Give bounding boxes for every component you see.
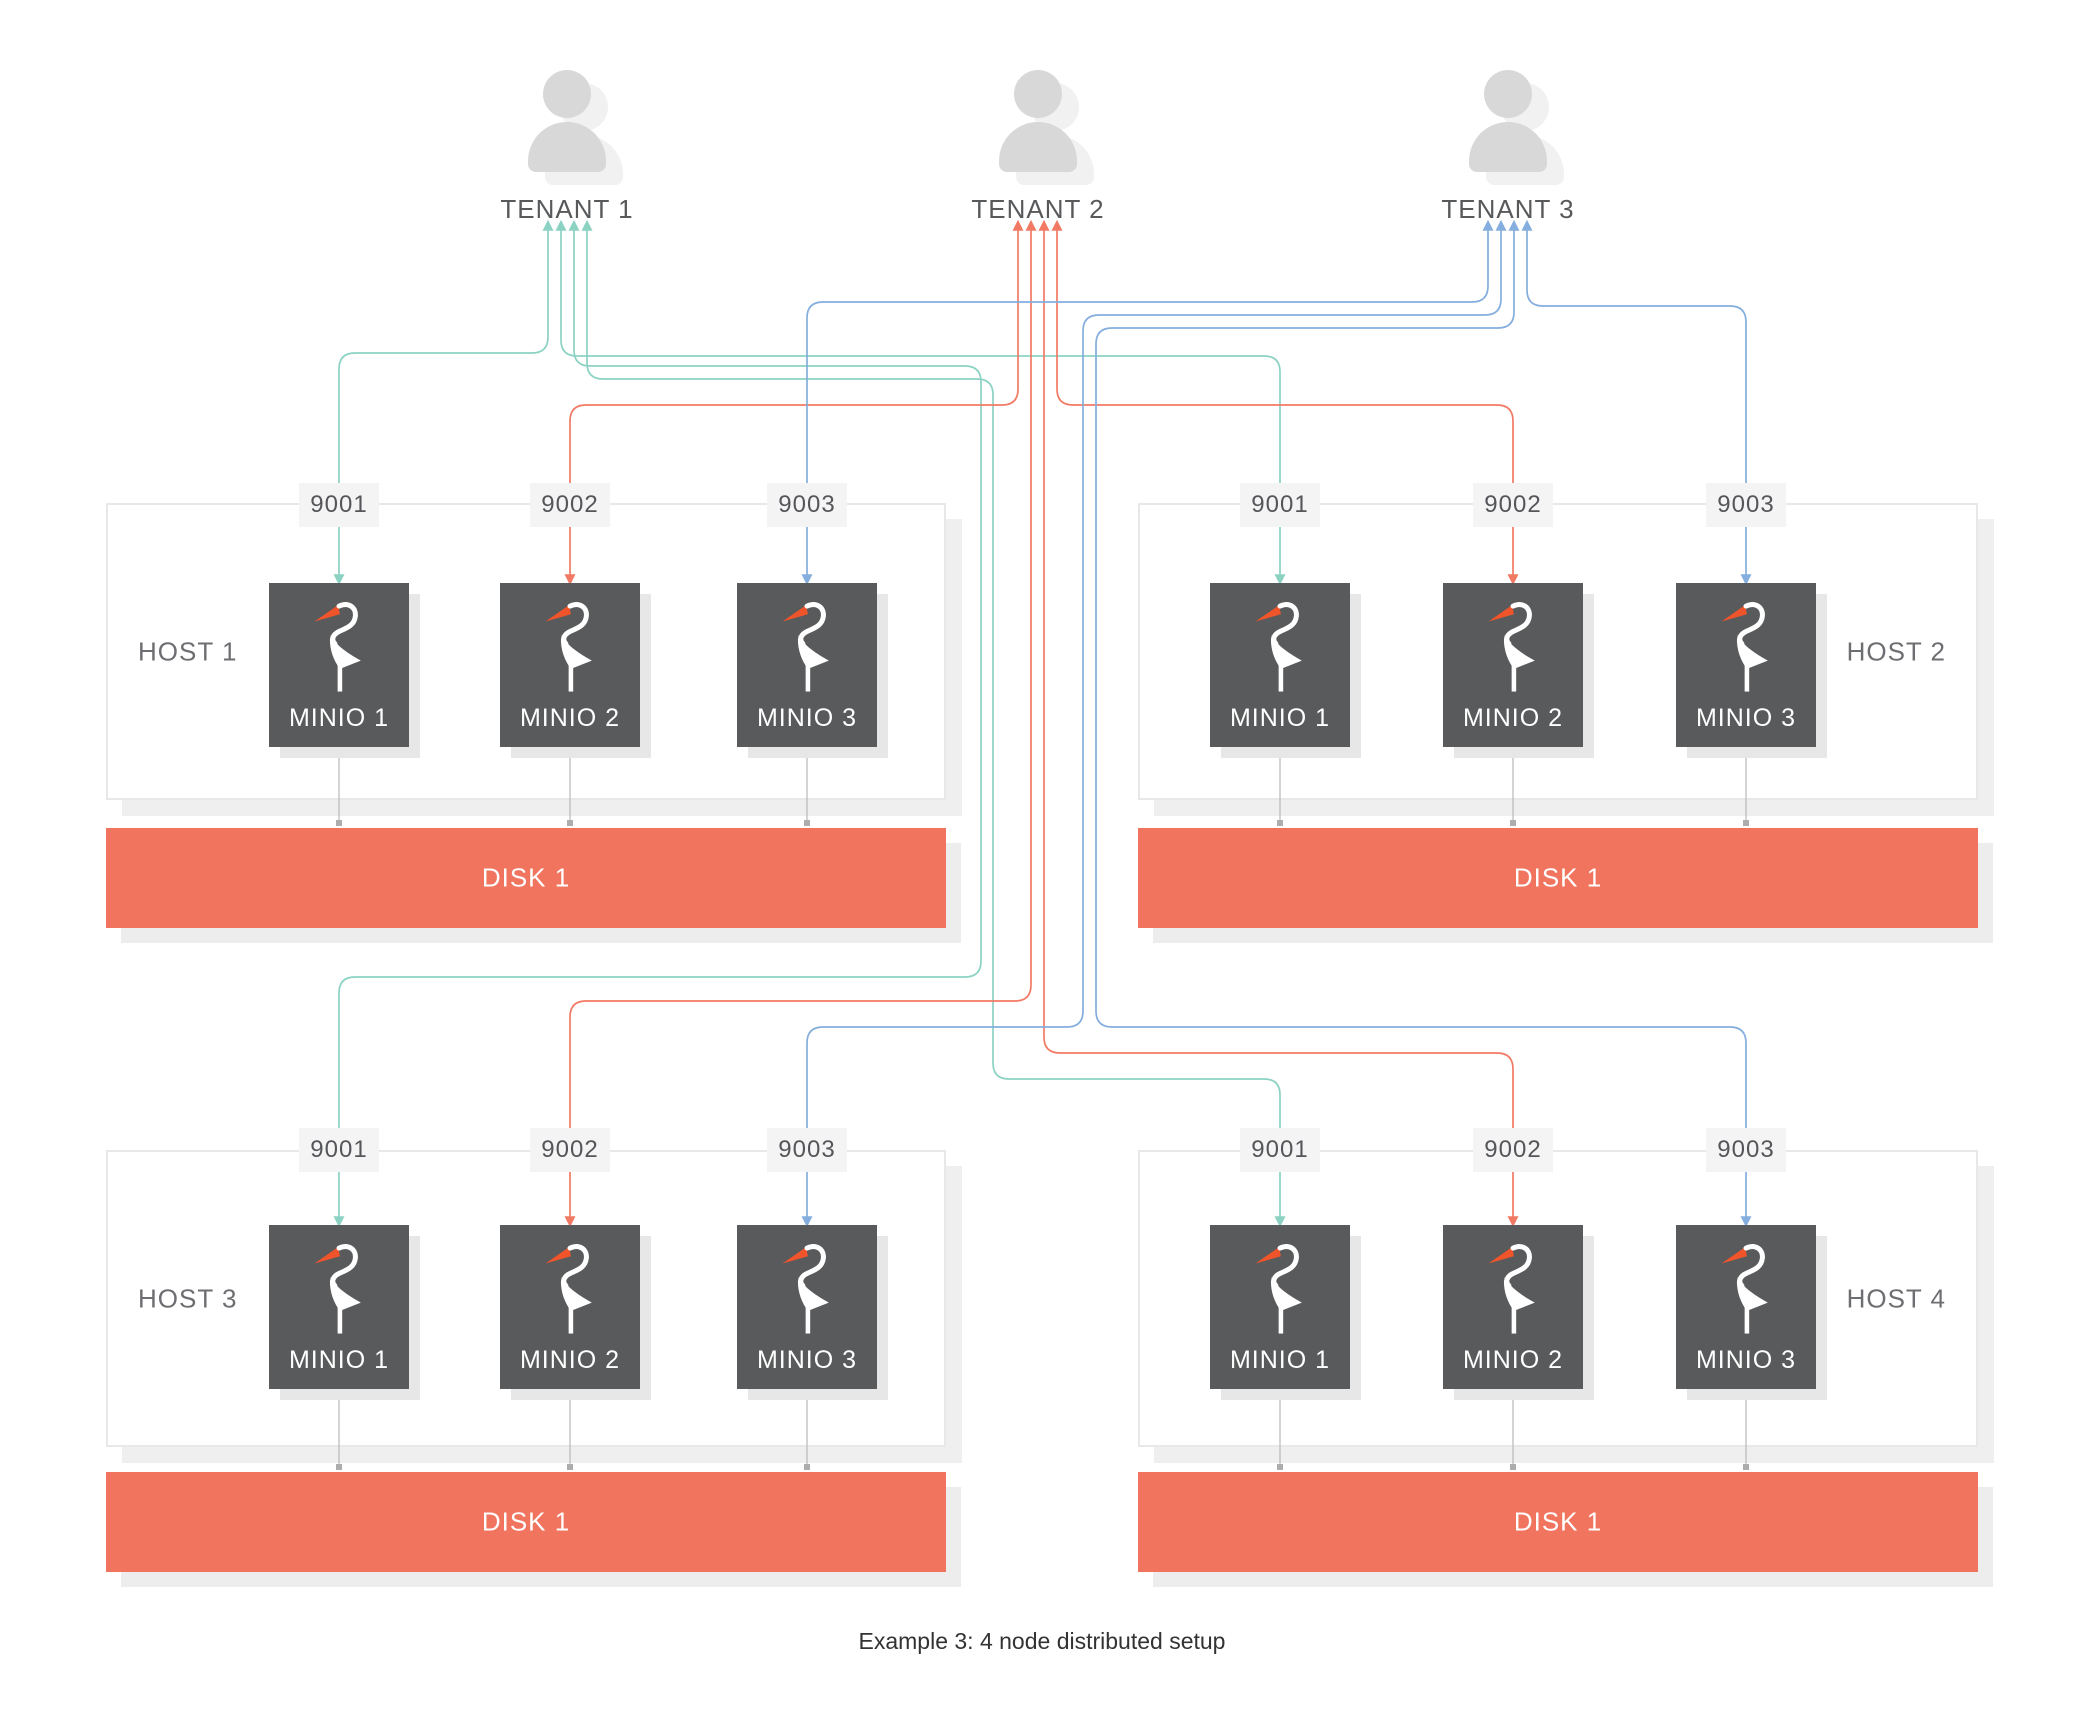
minio-label: MINIO 2	[519, 704, 621, 732]
tenant-2: TENANT 2	[953, 62, 1123, 237]
minio-stork-icon	[539, 1239, 601, 1339]
minio-label: MINIO 3	[1695, 1346, 1797, 1374]
minio-label: MINIO 1	[288, 704, 390, 732]
minio-stork-icon	[776, 1239, 838, 1339]
port-badge: 9001	[1240, 1128, 1320, 1172]
disk-bar-host4: DISK 1	[1138, 1472, 1978, 1572]
port-badge: 9003	[767, 483, 847, 527]
minio-node: MINIO 2	[1443, 583, 1583, 747]
minio-label: MINIO 3	[756, 1346, 858, 1374]
minio-stork-icon	[308, 1239, 370, 1339]
host-label: HOST 1	[138, 636, 238, 666]
minio-label: MINIO 1	[288, 1346, 390, 1374]
minio-label: MINIO 3	[756, 704, 858, 732]
disk-bar-host2: DISK 1	[1138, 828, 1978, 928]
port-badge: 9003	[1706, 483, 1786, 527]
person-icon	[528, 122, 606, 172]
port-badge: 9001	[1240, 483, 1320, 527]
minio-node: MINIO 3	[737, 583, 877, 747]
minio-label: MINIO 1	[1229, 704, 1331, 732]
disk-bar-host1: DISK 1	[106, 828, 946, 928]
disk-label: DISK 1	[481, 862, 571, 893]
port-badge: 9002	[530, 483, 610, 527]
minio-node: MINIO 3	[737, 1225, 877, 1389]
minio-label: MINIO 3	[1695, 704, 1797, 732]
minio-stork-icon	[1249, 1239, 1311, 1339]
minio-node: MINIO 1	[269, 583, 409, 747]
tenant-label: TENANT 1	[500, 194, 634, 224]
minio-node: MINIO 3	[1676, 583, 1816, 747]
minio-node: MINIO 2	[500, 1225, 640, 1389]
port-badge: 9003	[767, 1128, 847, 1172]
minio-stork-icon	[776, 597, 838, 697]
minio-label: MINIO 1	[1229, 1346, 1331, 1374]
tenant-label: TENANT 3	[1441, 194, 1575, 224]
minio-stork-icon	[308, 597, 370, 697]
host-label: HOST 4	[1846, 1283, 1946, 1313]
minio-node: MINIO 2	[1443, 1225, 1583, 1389]
person-icon	[543, 70, 591, 118]
minio-node: MINIO 1	[1210, 1225, 1350, 1389]
minio-label: MINIO 2	[1462, 704, 1564, 732]
minio-node: MINIO 2	[500, 583, 640, 747]
disk-label: DISK 1	[481, 1506, 571, 1537]
person-icon	[1484, 70, 1532, 118]
person-icon	[999, 122, 1077, 172]
minio-stork-icon	[539, 597, 601, 697]
disk-bar-host3: DISK 1	[106, 1472, 946, 1572]
minio-stork-icon	[1482, 597, 1544, 697]
disk-label: DISK 1	[1513, 862, 1603, 893]
minio-label: MINIO 2	[519, 1346, 621, 1374]
person-icon	[1014, 70, 1062, 118]
port-badge: 9001	[299, 483, 379, 527]
tenant-3: TENANT 3	[1423, 62, 1593, 237]
port-badge: 9001	[299, 1128, 379, 1172]
port-badge: 9002	[530, 1128, 610, 1172]
minio-stork-icon	[1482, 1239, 1544, 1339]
tenant-1: TENANT 1	[482, 62, 652, 237]
person-icon	[1469, 122, 1547, 172]
host-label: HOST 2	[1846, 636, 1946, 666]
port-badge: 9002	[1473, 483, 1553, 527]
disk-label: DISK 1	[1513, 1506, 1603, 1537]
minio-node: MINIO 1	[1210, 583, 1350, 747]
port-badge: 9003	[1706, 1128, 1786, 1172]
minio-label: MINIO 2	[1462, 1346, 1564, 1374]
minio-stork-icon	[1715, 1239, 1777, 1339]
port-badge: 9002	[1473, 1128, 1553, 1172]
host-label: HOST 3	[138, 1283, 238, 1313]
minio-stork-icon	[1249, 597, 1311, 697]
minio-node: MINIO 3	[1676, 1225, 1816, 1389]
tenant-label: TENANT 2	[971, 194, 1105, 224]
minio-node: MINIO 1	[269, 1225, 409, 1389]
diagram-caption: Example 3: 4 node distributed setup	[858, 1628, 1226, 1654]
minio-stork-icon	[1715, 597, 1777, 697]
